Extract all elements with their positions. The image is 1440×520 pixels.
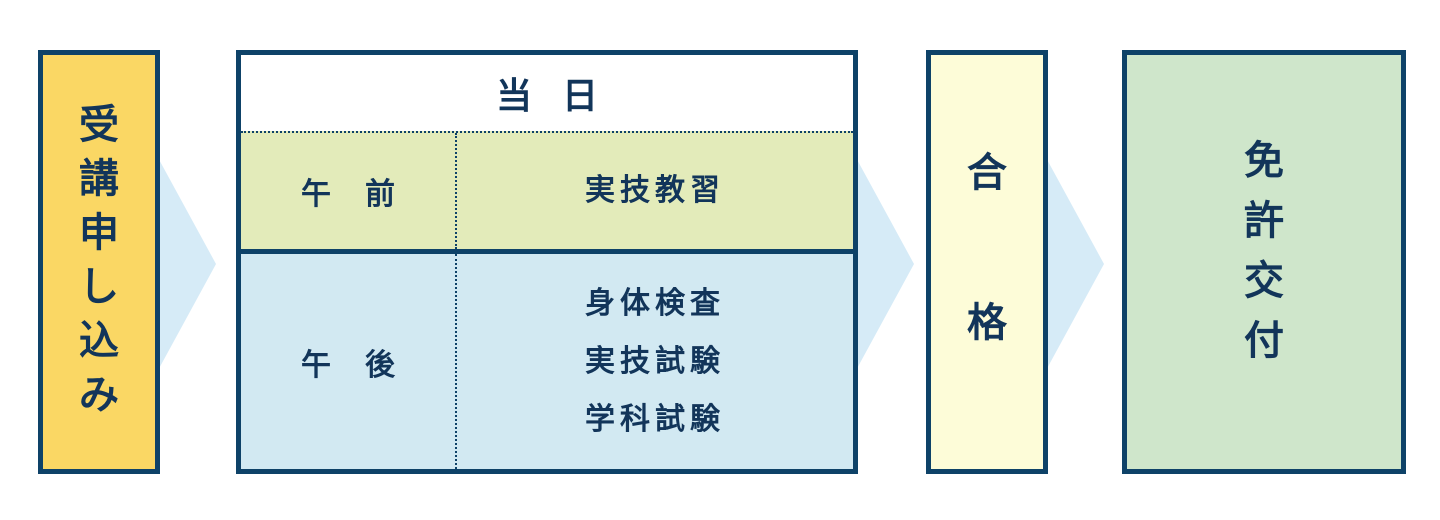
- pass-char: 合: [967, 150, 1007, 196]
- arrow-pass-to-license: [1044, 154, 1104, 374]
- license-label: 免 許 交 付: [1127, 141, 1401, 361]
- arrow-day-to-pass: [854, 154, 914, 374]
- step-day-schedule: 当日 午前 実技教習 午後 身体検査 実技試験 学科試験: [236, 50, 858, 474]
- column-divider: [455, 254, 457, 469]
- license-char: 免: [1244, 138, 1284, 184]
- afternoon-item: 実技試験: [585, 343, 725, 379]
- pass-char: 格: [967, 300, 1007, 346]
- application-char: 込: [79, 318, 119, 364]
- application-char: し: [79, 264, 119, 310]
- pass-label: 合 格: [931, 153, 1043, 343]
- day-title: 当日: [495, 76, 628, 117]
- step-pass: 合 格: [926, 50, 1048, 474]
- afternoon-item: 学科試験: [585, 401, 725, 437]
- morning-item: 実技教習: [585, 173, 725, 208]
- application-char: 申: [79, 210, 119, 256]
- application-char: み: [79, 372, 119, 418]
- arrow-apply-to-day: [156, 154, 216, 374]
- morning-label: 午前: [301, 177, 429, 212]
- license-char: 交: [1244, 258, 1284, 304]
- morning-row: 午前 実技教習: [241, 131, 853, 249]
- license-char: 付: [1244, 318, 1284, 364]
- afternoon-item: 身体検査: [585, 285, 725, 321]
- morning-content: 実技教習: [457, 133, 853, 249]
- step-license-issuance: 免 許 交 付: [1122, 50, 1406, 474]
- application-char: 講: [79, 156, 119, 202]
- afternoon-row: 午後 身体検査 実技試験 学科試験: [241, 249, 853, 469]
- application-char: 受: [79, 102, 119, 148]
- column-divider: [455, 133, 457, 249]
- application-label: 受 講 申 し 込 み: [43, 105, 155, 415]
- afternoon-label: 午後: [301, 347, 429, 383]
- license-char: 許: [1244, 198, 1284, 244]
- step-application: 受 講 申 し 込 み: [38, 50, 160, 474]
- afternoon-content: 身体検査 実技試験 学科試験: [457, 254, 853, 469]
